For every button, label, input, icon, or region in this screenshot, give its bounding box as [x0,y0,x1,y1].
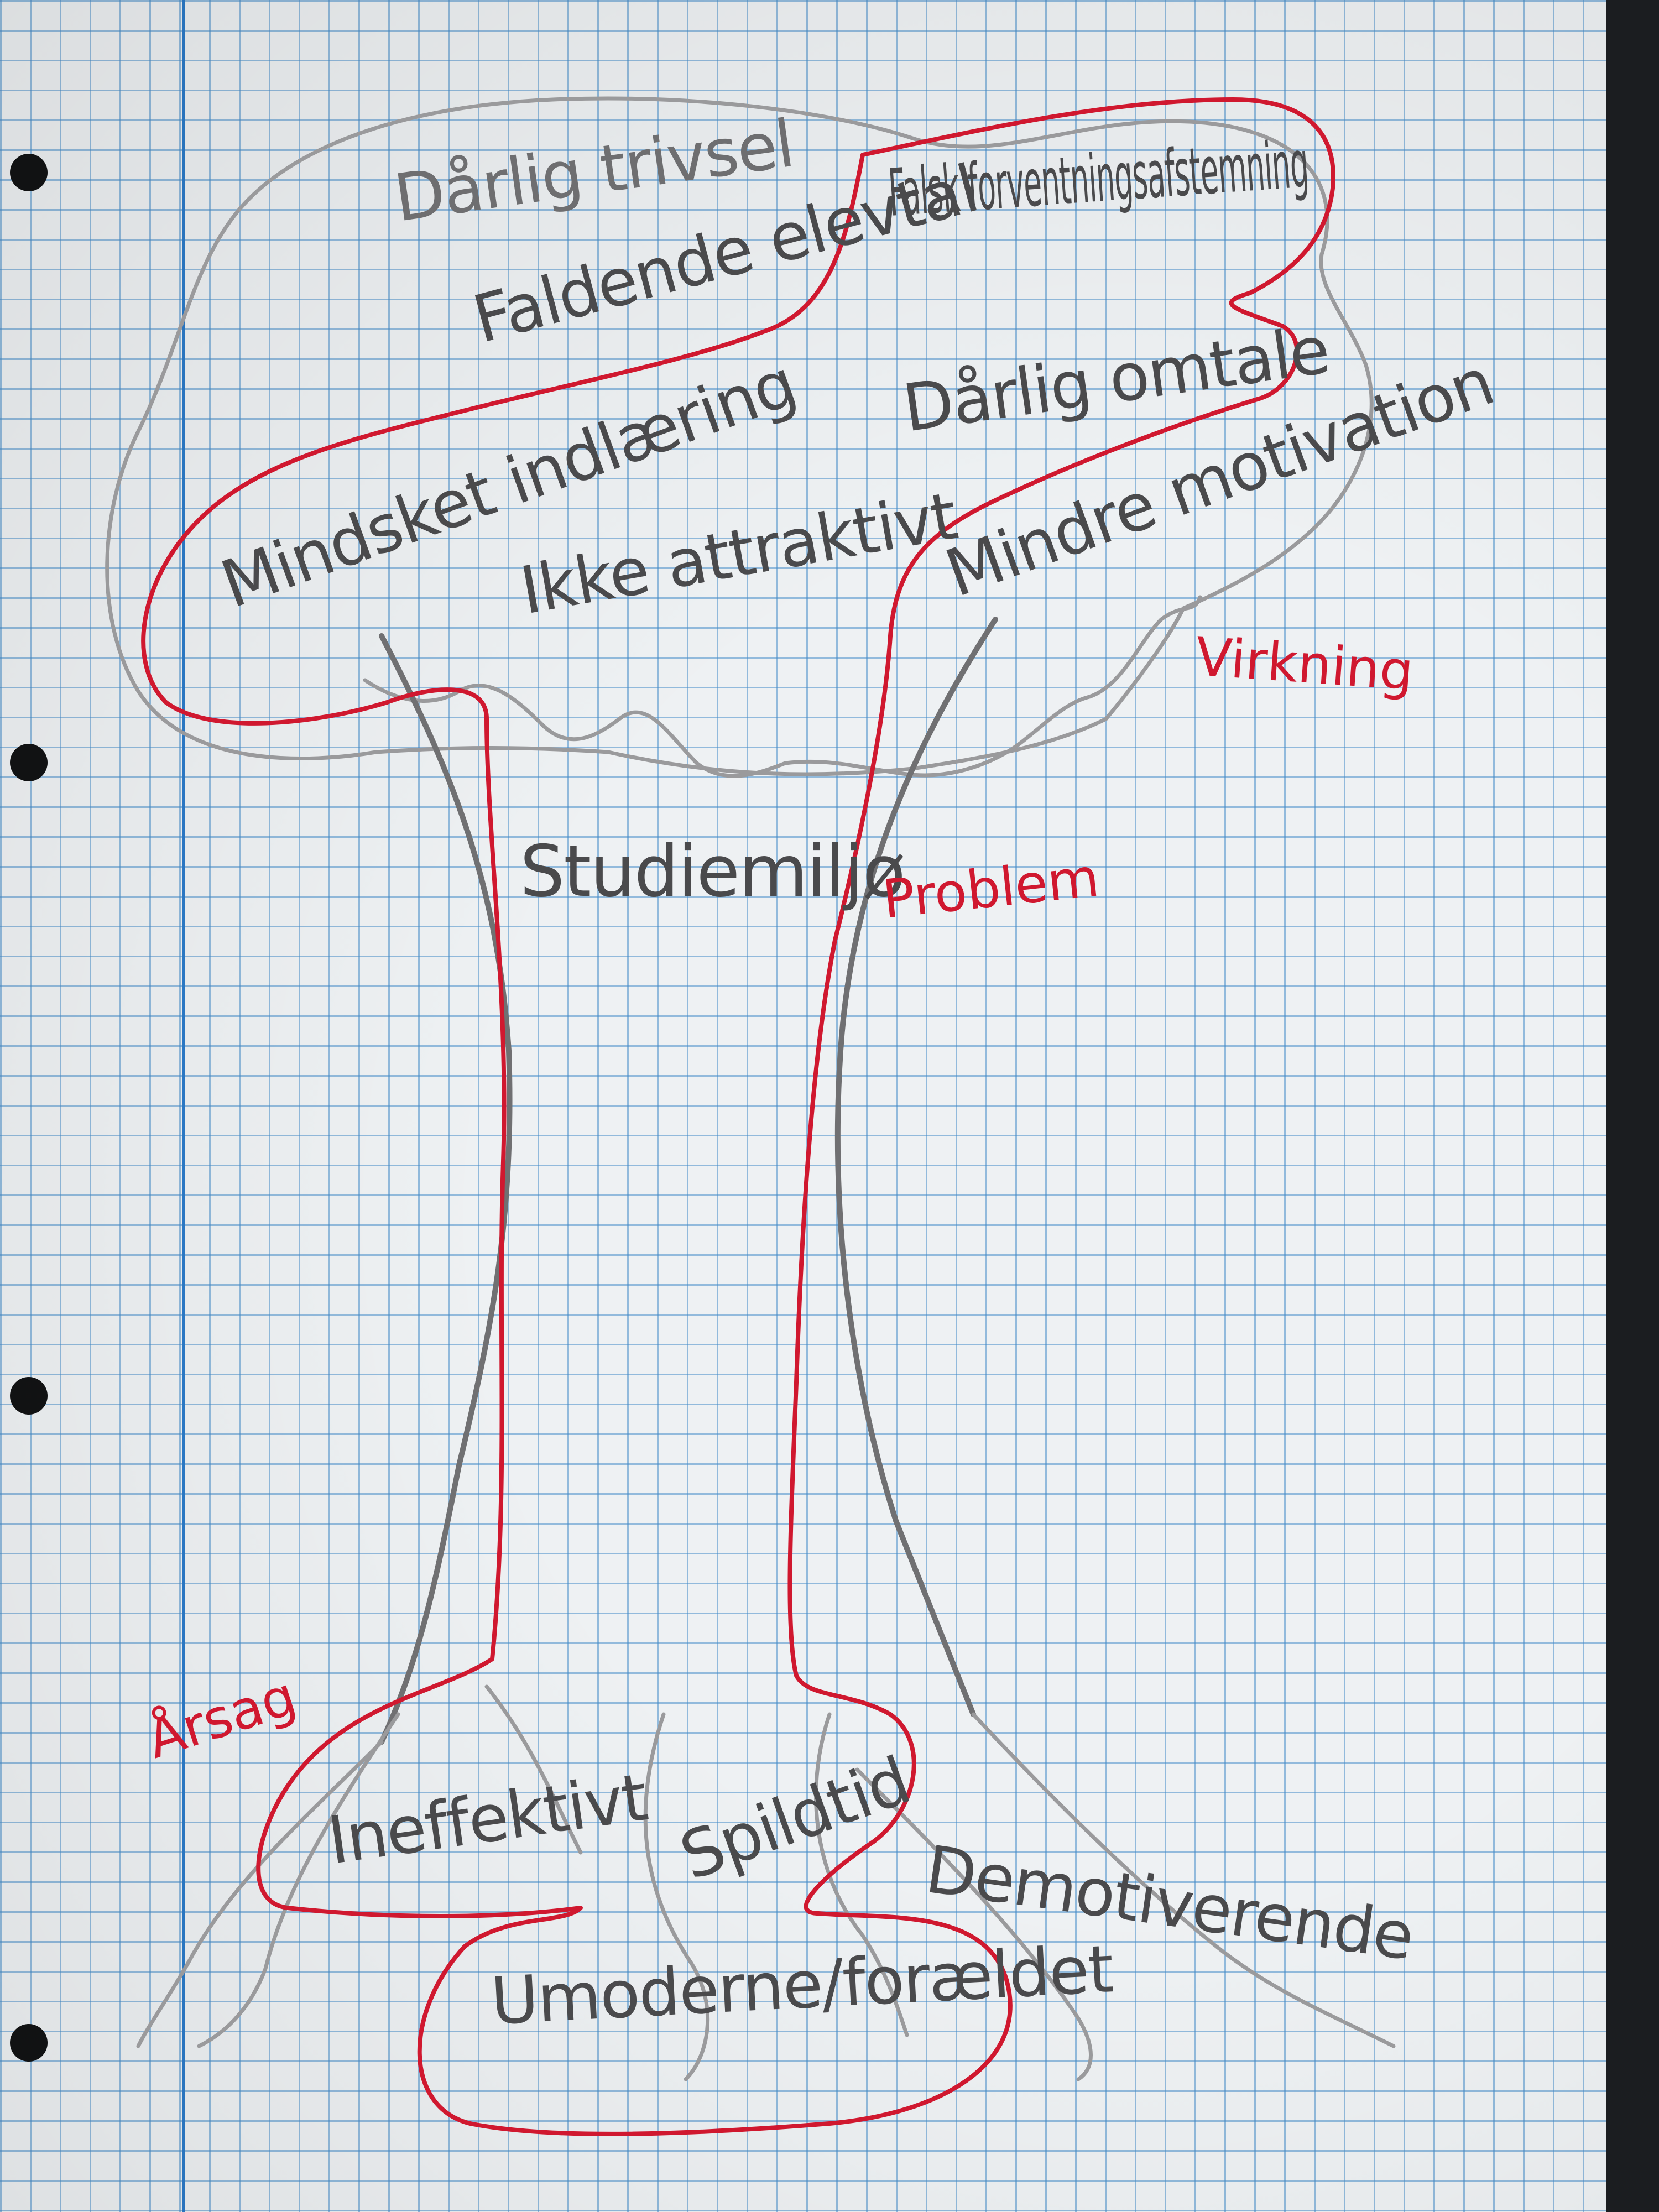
margin-line [182,0,185,2212]
punch-hole [10,2024,48,2062]
red-pen-problem-outline [141,97,1335,2136]
pencil-crown-outline [105,96,1374,776]
punch-hole [10,744,48,781]
annotation-virkning: Virkning [1193,625,1415,702]
annotation-arsag: Årsag [139,1664,303,1770]
pencil-crown-wave [363,595,1202,778]
label-falsk-forventning: Falsk forventningsafstemning [886,126,1311,231]
pencil-roots [136,1684,1396,2081]
annotation-problem: Problem [880,846,1102,930]
label-umoderne: Umoderne/forældet [489,1931,1114,2039]
label-problem-studiemiljo: Studiemiljø [520,831,905,913]
punch-hole [10,154,48,191]
punch-hole [10,1377,48,1415]
graph-paper [0,0,1606,2212]
pencil-trunk-right [834,617,998,1717]
label-ineffektivt: Ineffektivt [324,1759,651,1879]
label-spildtid: Spildtid [670,1742,919,1895]
